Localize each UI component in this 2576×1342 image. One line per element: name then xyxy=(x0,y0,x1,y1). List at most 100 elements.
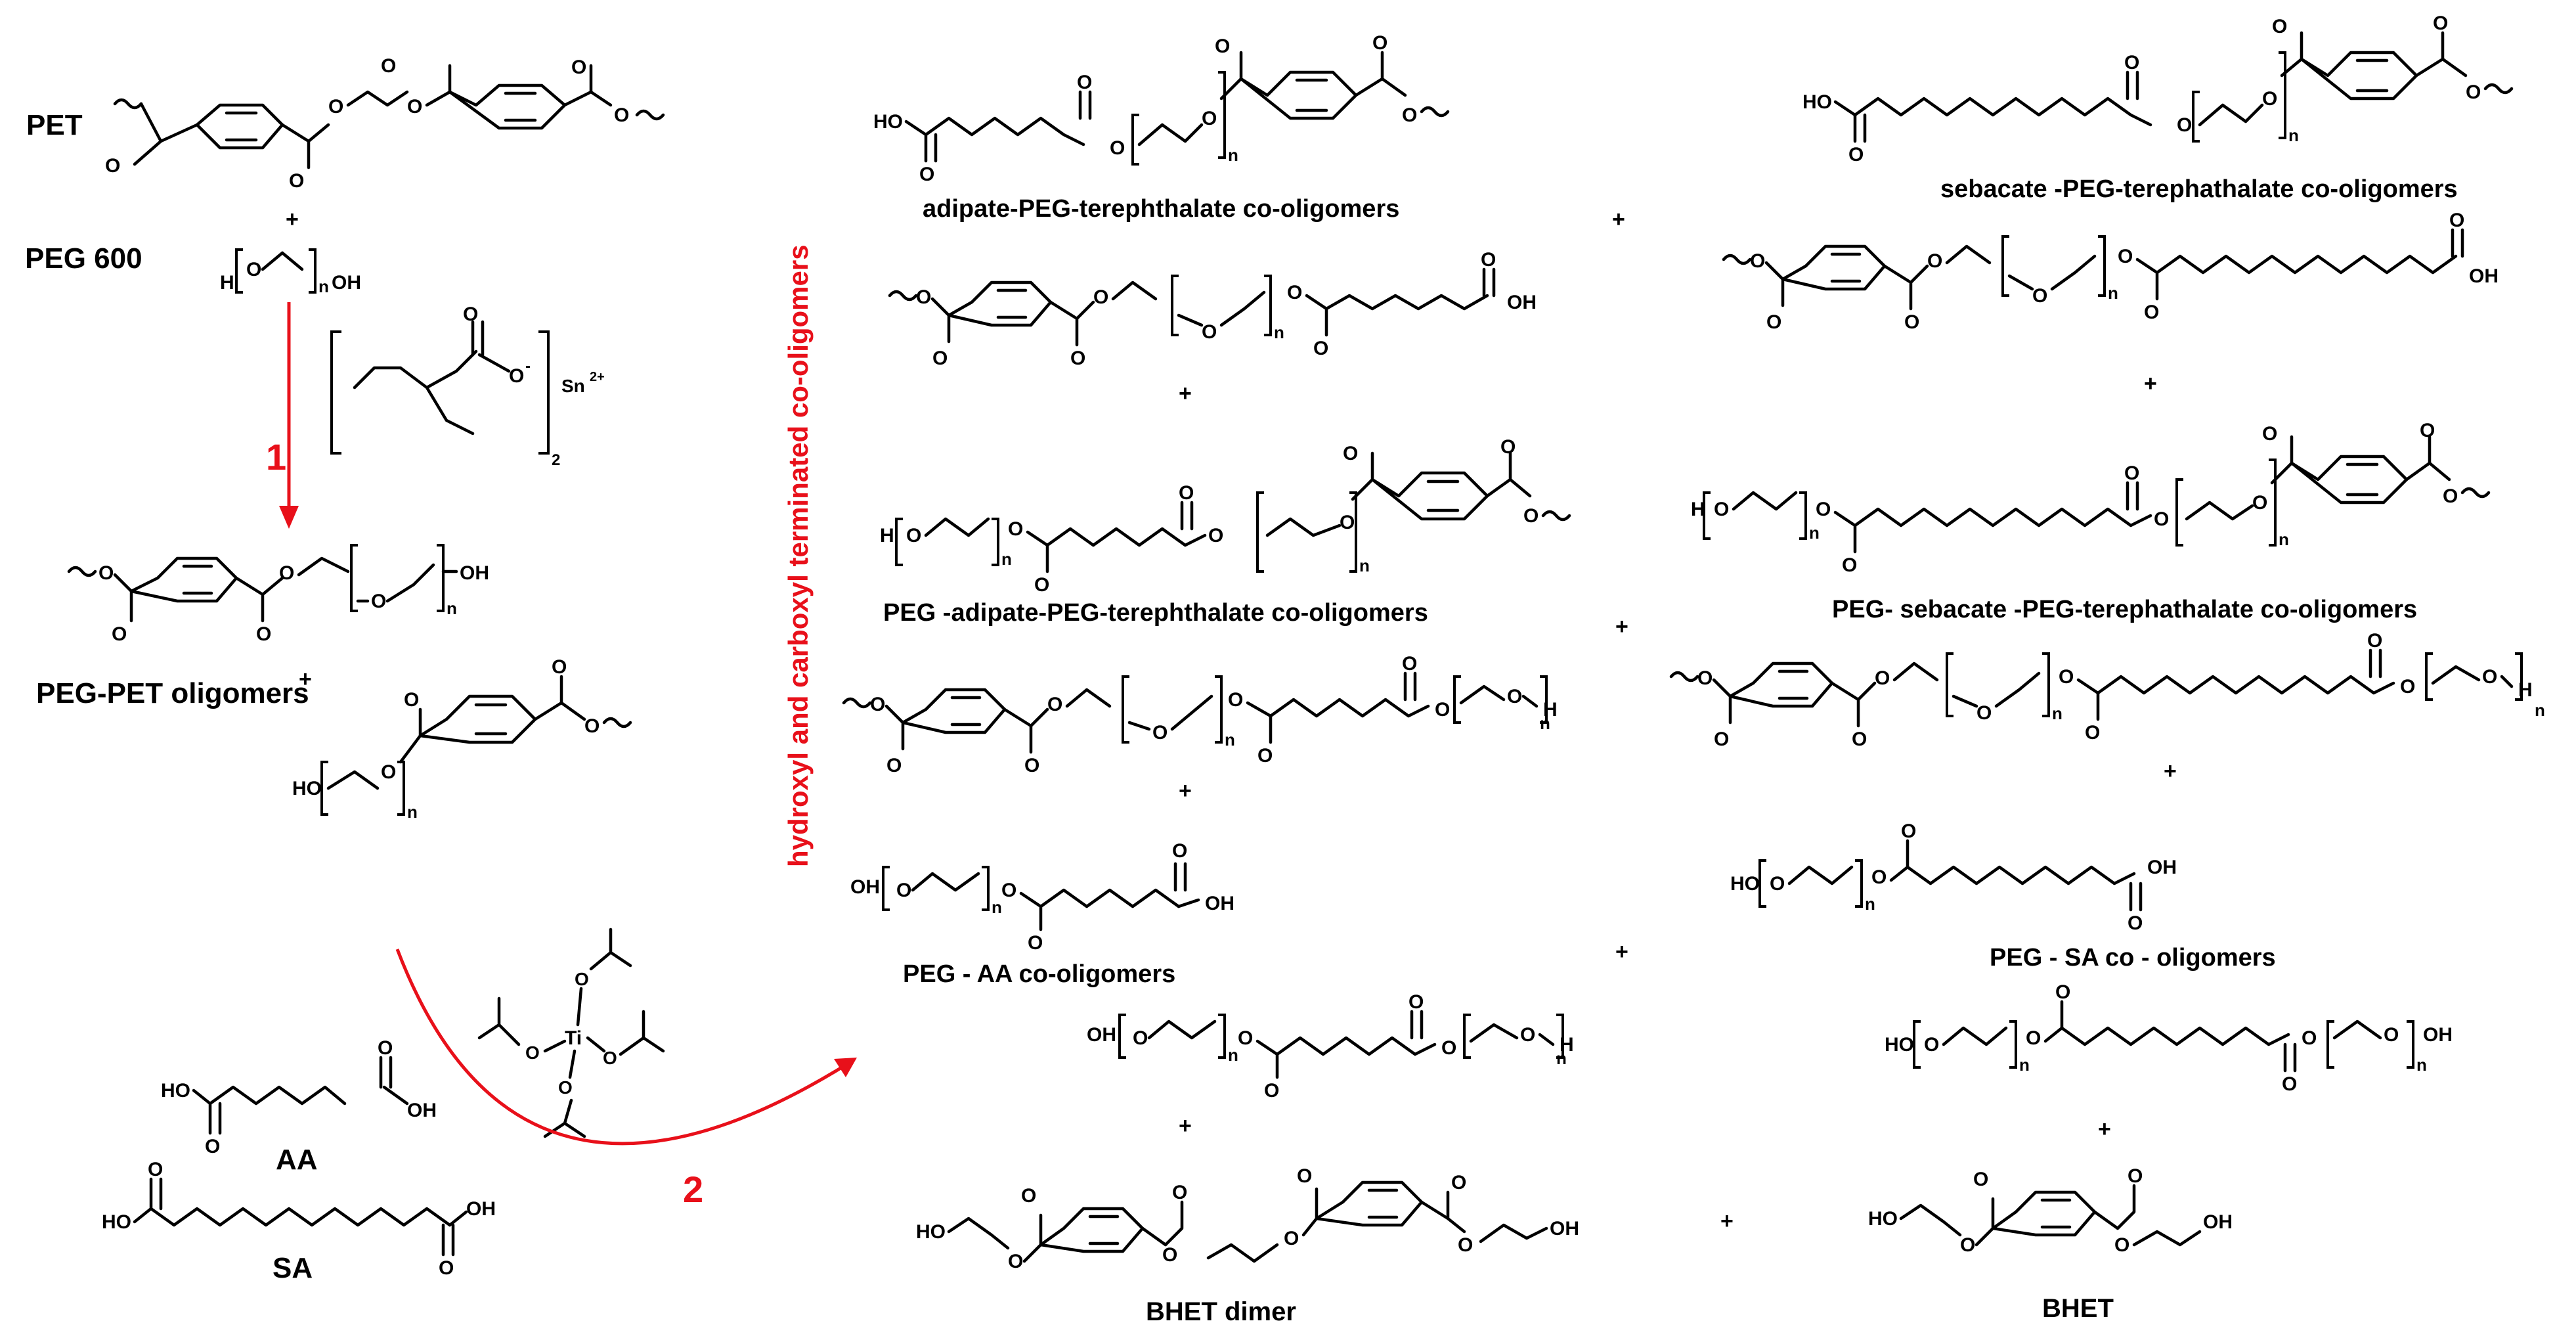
svg-text:n: n xyxy=(447,598,457,618)
svg-text:O: O xyxy=(2128,1165,2143,1187)
svg-text:O: O xyxy=(1714,728,1729,750)
plus-12: + xyxy=(2098,1117,2111,1142)
svg-text:O: O xyxy=(1172,1182,1187,1203)
label-vertical-title: hydroxyl and carboxyl terminated co-olig… xyxy=(783,244,814,867)
svg-text:OH: OH xyxy=(1507,292,1537,313)
svg-text:n: n xyxy=(1001,549,1012,569)
label-step-2: 2 xyxy=(683,1169,703,1210)
peg-sa-peg-structure: HO O n O O O O O n OH xyxy=(1885,981,2453,1095)
svg-text:n: n xyxy=(2052,704,2063,723)
terephthalate-peg-sebacate-peg-structure: O O O O O n O O O O O H n xyxy=(1669,630,2545,750)
svg-text:O: O xyxy=(1766,311,1781,333)
svg-text:OH: OH xyxy=(2423,1024,2453,1046)
svg-text:n: n xyxy=(1540,713,1550,733)
sebacate-peg-terephthalate-structure: HO O O O O n O O O xyxy=(1802,12,2514,166)
peg-adipate-peg-terephthalate-structure: H O n O O O O O n O O O xyxy=(880,436,1571,596)
svg-text:O: O xyxy=(1481,249,1496,271)
svg-text:n: n xyxy=(1228,1045,1238,1065)
svg-text:O: O xyxy=(2420,420,2435,441)
svg-text:O: O xyxy=(381,55,396,77)
svg-text:O: O xyxy=(1816,499,1831,520)
svg-text:O: O xyxy=(2367,630,2382,652)
svg-text:O: O xyxy=(2059,666,2074,688)
svg-text:O: O xyxy=(906,525,921,547)
plus-2: + xyxy=(299,667,312,692)
svg-text:O: O xyxy=(381,761,396,783)
svg-text:O: O xyxy=(1697,667,1713,689)
svg-text:HO: HO xyxy=(161,1080,190,1102)
svg-text:O: O xyxy=(2032,285,2047,307)
svg-text:O: O xyxy=(1901,820,1916,842)
arrow-step-1 xyxy=(279,302,299,529)
svg-text:O: O xyxy=(1507,686,1522,707)
svg-text:O: O xyxy=(328,96,343,118)
svg-text:O: O xyxy=(1408,991,1424,1013)
svg-text:n: n xyxy=(318,277,329,296)
svg-text:O: O xyxy=(2443,485,2458,507)
svg-text:O: O xyxy=(2055,981,2070,1003)
peg-aa-structure: OH O n O O O OH xyxy=(850,840,1234,954)
svg-text:O: O xyxy=(371,591,386,612)
svg-text:O: O xyxy=(2128,912,2143,934)
label-peg-sa: PEG - SA co - oligomers xyxy=(1990,944,2276,972)
svg-text:O: O xyxy=(509,365,524,387)
svg-text:O: O xyxy=(1435,699,1450,721)
svg-text:O: O xyxy=(1343,443,1358,464)
svg-text:O: O xyxy=(1750,250,1765,272)
svg-text:O: O xyxy=(1520,1024,1535,1046)
svg-text:O: O xyxy=(1287,282,1302,303)
svg-text:O: O xyxy=(1458,1234,1473,1256)
svg-text:OH: OH xyxy=(1205,893,1234,914)
svg-text:O: O xyxy=(575,969,589,989)
svg-text:H: H xyxy=(880,525,894,547)
svg-text:O: O xyxy=(148,1159,163,1180)
svg-text:O: O xyxy=(1523,505,1539,527)
svg-text:O: O xyxy=(205,1136,220,1157)
svg-text:O: O xyxy=(256,623,271,645)
svg-text:O: O xyxy=(1034,574,1049,596)
svg-text:O: O xyxy=(1313,338,1328,359)
label-pet: PET xyxy=(26,109,83,141)
svg-text:O: O xyxy=(1500,436,1516,458)
svg-text:-: - xyxy=(525,357,531,375)
svg-text:H: H xyxy=(1560,1034,1574,1056)
svg-text:O: O xyxy=(558,1077,573,1098)
svg-text:O: O xyxy=(2400,676,2415,698)
plus-11: + xyxy=(2164,759,2177,784)
svg-text:O: O xyxy=(289,170,304,192)
plus-9: + xyxy=(1720,1209,1734,1234)
svg-text:O: O xyxy=(2384,1024,2399,1046)
bhet-dimer-structure: HO O O O O O O O O OH xyxy=(916,1165,1579,1272)
svg-text:O: O xyxy=(584,715,600,737)
sebacic-acid-structure: HO O O OH xyxy=(102,1159,496,1279)
svg-text:O: O xyxy=(1770,873,1785,895)
svg-text:n: n xyxy=(2416,1055,2427,1075)
svg-text:O: O xyxy=(2449,210,2464,231)
plus-3: + xyxy=(1612,207,1625,232)
svg-text:HO: HO xyxy=(1885,1034,1914,1056)
svg-text:n: n xyxy=(2019,1055,2030,1075)
terephthalate-peg-adipate-structure: O O O O O n O O O OH xyxy=(888,249,1537,369)
label-peg-sebacate-peg-terephthalate: PEG- sebacate -PEG-terephathalate co-oli… xyxy=(1832,596,2417,623)
svg-text:O: O xyxy=(1172,840,1187,862)
label-peg-adipate-peg-terephthalate: PEG -adipate-PEG-terephthalate co-oligom… xyxy=(883,599,1428,627)
svg-text:O: O xyxy=(279,562,294,584)
svg-text:OH: OH xyxy=(2203,1211,2233,1233)
svg-text:n: n xyxy=(992,897,1002,917)
svg-text:O: O xyxy=(404,689,419,711)
plus-1: + xyxy=(286,207,299,232)
svg-text:O: O xyxy=(1297,1165,1312,1187)
svg-text:O: O xyxy=(98,562,114,584)
plus-6: + xyxy=(1179,778,1192,803)
terephthalate-peg-adipate-peg-structure: O O O O O n O O O O O H n xyxy=(842,653,1558,776)
svg-text:n: n xyxy=(2108,283,2118,303)
svg-text:2: 2 xyxy=(552,451,560,469)
label-bhet-dimer: BHET dimer xyxy=(1146,1297,1296,1326)
svg-text:HO: HO xyxy=(102,1211,131,1233)
svg-text:O: O xyxy=(2177,114,2192,136)
svg-text:O: O xyxy=(378,1037,393,1059)
titanium-isopropoxide-catalyst: Ti O O O O xyxy=(477,928,665,1138)
peg600-structure: H O n OH xyxy=(220,248,361,296)
svg-text:O: O xyxy=(1927,250,1942,272)
svg-text:H: H xyxy=(220,272,234,294)
